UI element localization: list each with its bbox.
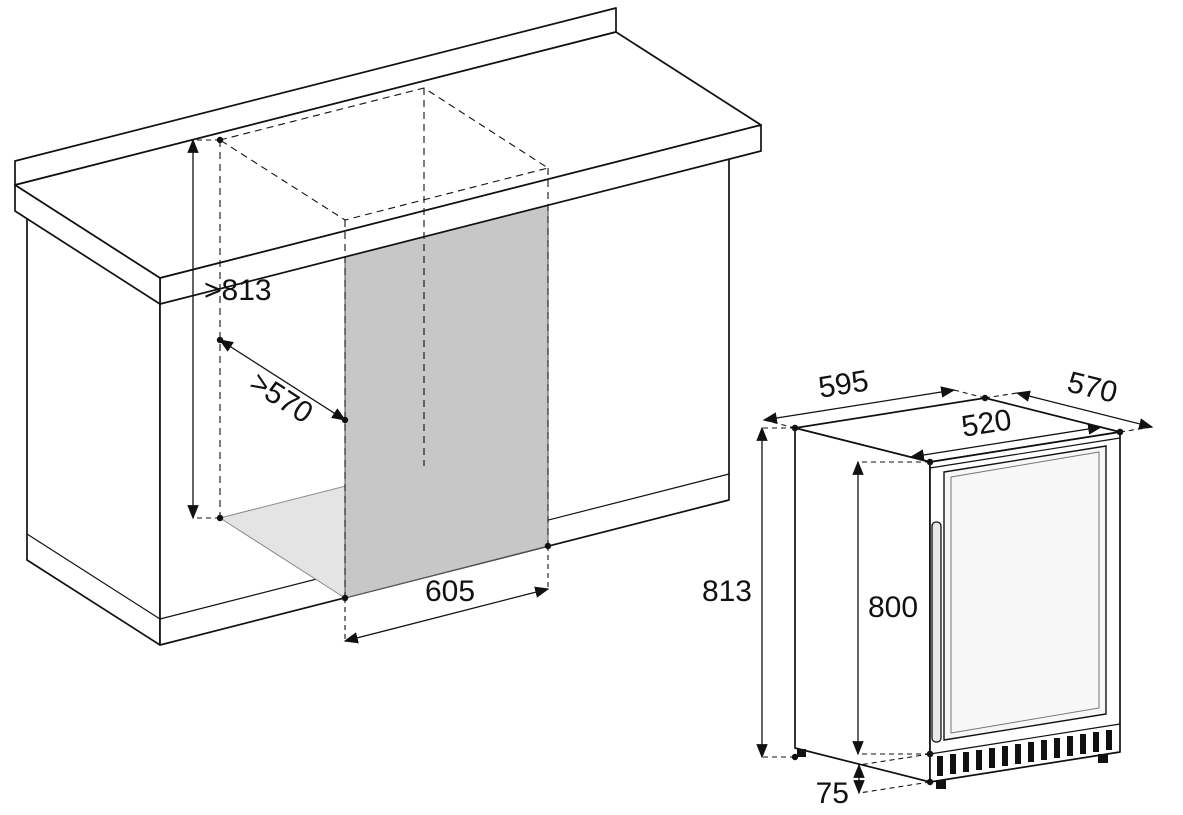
dim-niche-height: >813 (187, 136, 272, 522)
dim-label-appliance-depth: 570 (1064, 366, 1121, 410)
appliance-drawing: 595 570 520 813 (702, 364, 1154, 810)
niche-back-panel (344, 193, 549, 599)
dim-label-appliance-width: 595 (816, 364, 871, 404)
dim-niche-width: 605 (341, 542, 552, 644)
dim-label-appliance-height-overall: 813 (702, 575, 752, 608)
door-handle (931, 521, 942, 743)
dim-label-niche-width: 605 (425, 575, 475, 608)
dim-plinth-height: 75 (816, 750, 934, 810)
dim-appliance-width: 595 (762, 364, 989, 432)
vent-top-line (929, 723, 1121, 755)
dim-appliance-height-body: 800 (852, 458, 934, 758)
dim-door-width: 520 (909, 403, 1124, 466)
dim-label-door-width: 520 (959, 403, 1014, 443)
dim-label-niche-height: >813 (204, 274, 272, 307)
vent-grille (937, 730, 1112, 776)
dim-label-plinth-height: 75 (816, 777, 849, 810)
niche-cutout-drawing: >813 >570 605 (14, 7, 762, 646)
cabinet-base-line-left (26, 533, 161, 620)
worktop-left-edge (14, 184, 161, 305)
appliance-feet (797, 749, 1108, 789)
dim-appliance-height-overall: 813 (702, 424, 799, 761)
dim-label-appliance-height-body: 800 (868, 591, 918, 624)
niche-projection-lines (218, 87, 550, 598)
door-glass (943, 445, 1107, 741)
niche-plan-outline (218, 87, 550, 221)
